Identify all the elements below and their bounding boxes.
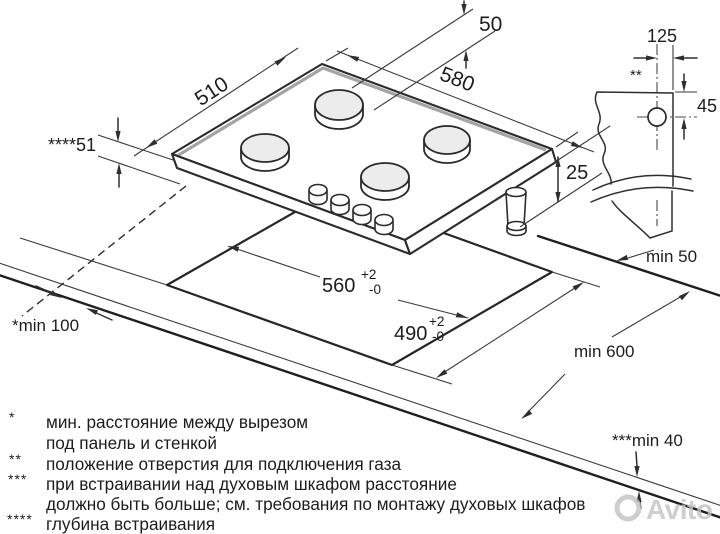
min-counter-depth-label: min 600 — [574, 342, 634, 361]
burner-right — [423, 125, 471, 164]
min-wall-gap-label: min 50 — [646, 247, 697, 266]
footnote-marker: ** — [9, 451, 22, 467]
pipe-drop-label: 25 — [566, 162, 588, 184]
cutout-depth-tol-minus: -0 — [432, 329, 444, 344]
control-knobs — [308, 183, 394, 236]
dim-burner-back-offset: 50 — [351, 0, 502, 111]
cutout-width-label: 560 — [322, 275, 355, 297]
gas-hole — [647, 107, 667, 127]
gas-hole-side-offset-label: 125 — [647, 26, 677, 46]
dim-cutout-width: 560 +2 -0 — [227, 246, 469, 319]
avito-watermark-text: Avito — [646, 494, 713, 525]
footnote-marker: *** — [8, 471, 27, 487]
burner-front — [360, 162, 410, 201]
dim-min-counter-depth: min 600 — [521, 291, 690, 419]
hob-width-label: 580 — [437, 63, 478, 97]
burner-left — [240, 133, 290, 172]
wall-hidden-line — [21, 185, 187, 317]
gas-hole-top-offset-label: 45 — [697, 96, 717, 116]
cutout-width-tol-minus: -0 — [369, 282, 381, 297]
detail-break-line — [590, 174, 694, 203]
cutout-extension-line — [19, 237, 168, 286]
burner-back — [314, 89, 364, 130]
footnote-marker: * — [9, 409, 15, 425]
avito-logo-icon — [614, 494, 642, 522]
avito-watermark: Avito — [614, 494, 713, 525]
dim-pipe-drop: 25 — [519, 125, 611, 228]
footnote-text: мин. расстояние между вырезом — [46, 412, 308, 432]
dim-min-wall-gap: min 50 — [616, 247, 697, 266]
gas-pipe — [505, 186, 527, 237]
cutout-depth-label: 490 — [394, 323, 427, 345]
min-oven-gap-label: ***min 40 — [612, 431, 683, 450]
dim-embed-depth: ****51 — [48, 117, 181, 188]
gas-hole-detail-view: 125 ** 45 — [590, 26, 717, 239]
embed-depth-label: ****51 — [48, 135, 96, 155]
hob-depth-label: 510 — [191, 72, 233, 110]
hob — [170, 62, 558, 256]
detail-panel-upper — [594, 91, 674, 187]
footnote-marker: **** — [7, 511, 33, 527]
footnote-text: должно быть больше; см. требования по мо… — [46, 494, 585, 514]
cutout-width-tol-plus: +2 — [361, 267, 376, 282]
footnote-text: глубина встраивания — [46, 514, 215, 534]
footnote-text: под панель и стенкой — [46, 433, 217, 453]
dim-min-side-gap: *min 100 — [12, 285, 113, 335]
counter-back-edge — [536, 234, 720, 297]
cutout-depth-tol-plus: +2 — [429, 314, 444, 329]
worktop-front-edge — [0, 262, 720, 519]
footnote-text: положение отверстия для подключения газа — [46, 454, 402, 474]
dim-cutout-depth: 490 +2 -0 — [391, 271, 601, 385]
footnote-text: при встраивании над духовым шкафом расст… — [46, 474, 457, 494]
footnotes: * мин. расстояние между вырезом под пане… — [7, 409, 585, 534]
gas-hole-marker: ** — [630, 67, 642, 84]
hob-edge-accent — [176, 66, 547, 158]
min-side-gap-label: *min 100 — [12, 316, 79, 335]
detail-panel-lower — [611, 190, 673, 239]
burner-back-offset-label: 50 — [479, 13, 502, 36]
